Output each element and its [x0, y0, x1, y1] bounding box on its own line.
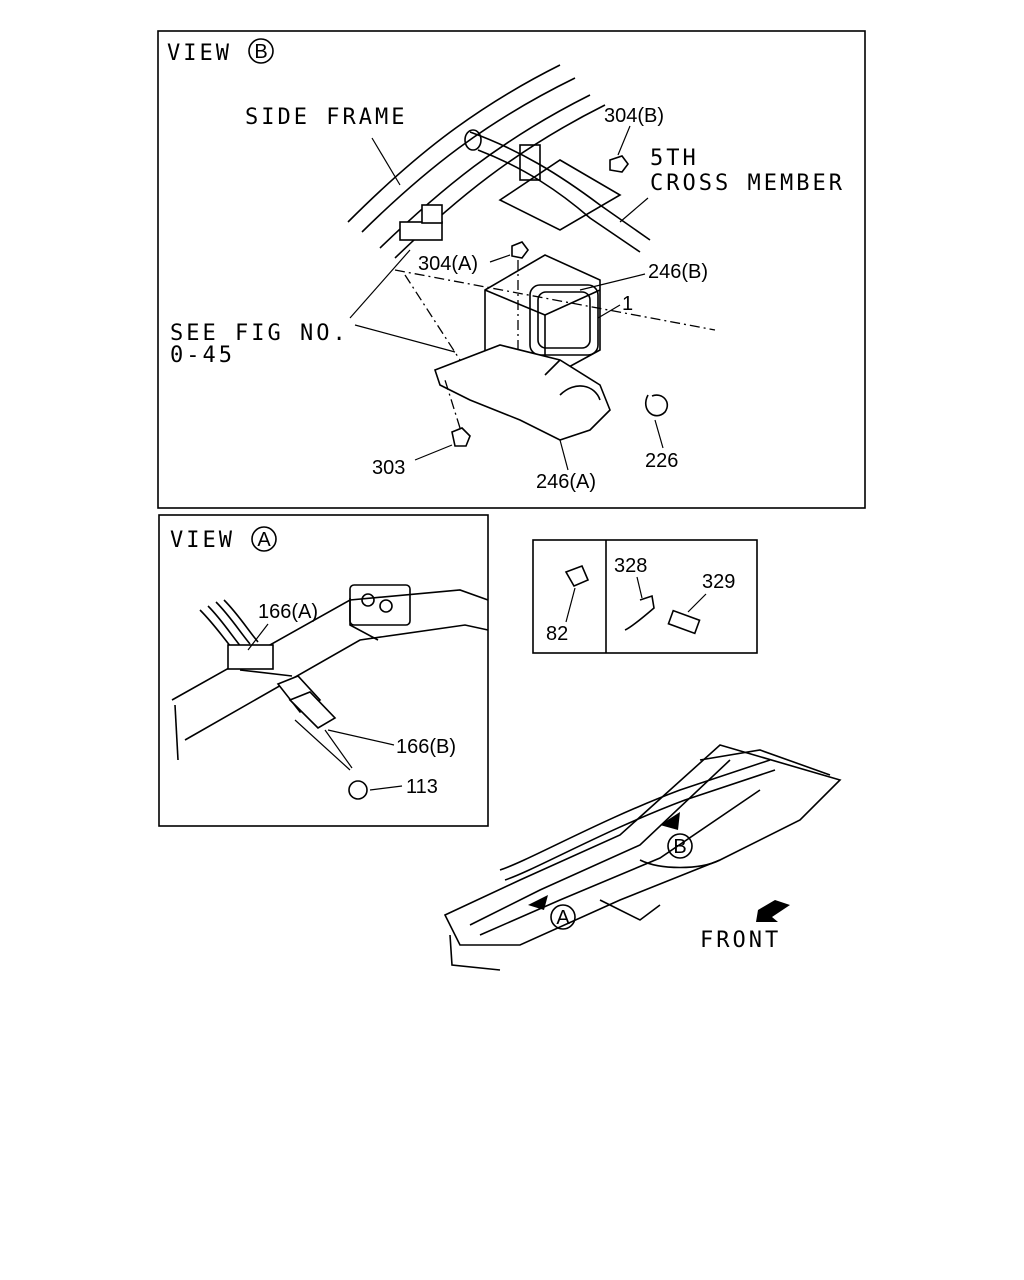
nut-icon — [609, 155, 629, 173]
cross-member-drawing — [464, 129, 651, 253]
chassis-marker-a-letter: A — [556, 907, 570, 929]
arrow-b-icon — [660, 812, 680, 830]
bracket-328-icon — [624, 594, 655, 631]
chassis-marker-b — [667, 833, 693, 859]
cross-member-label-1: 5TH — [650, 146, 699, 171]
part-label-166a: 166(A) — [258, 601, 318, 623]
arrow-a-icon — [528, 895, 548, 910]
bolt-icon — [451, 427, 471, 447]
part-label-304a: 304(A) — [418, 253, 478, 275]
clip-82-icon — [564, 564, 590, 588]
chassis-marker-b-letter: B — [673, 836, 686, 858]
view-a-letter: A — [257, 529, 271, 551]
view-b-title: VIEW — [167, 41, 232, 66]
front-label: FRONT — [700, 928, 781, 953]
part-label-1: 1 — [622, 293, 633, 315]
bolt-329-icon — [667, 609, 701, 635]
part-label-226: 226 — [645, 450, 678, 472]
cross-member-label-2: CROSS MEMBER — [650, 171, 845, 196]
part-label-246b: 246(B) — [648, 261, 708, 283]
view-b-border — [157, 30, 866, 509]
parts-box: 82 328 329 — [532, 539, 758, 654]
see-fig-label-2: 0-45 — [170, 343, 235, 368]
parts-box-border — [532, 539, 758, 654]
clip-icon — [348, 780, 368, 800]
view-b-circle — [248, 38, 274, 64]
view-b-panel: VIEW B SIDE FRAME 5TH CROSS MEMBER 304(B… — [157, 30, 866, 509]
clamp-icon — [645, 394, 669, 417]
bracket-drawing — [433, 344, 611, 441]
part-label-329: 329 — [702, 571, 735, 593]
view-a-border — [158, 514, 489, 827]
harness-drawing — [199, 599, 337, 730]
part-label-166b: 166(B) — [396, 736, 456, 758]
view-a-title: VIEW — [170, 528, 235, 553]
part-label-82: 82 — [546, 623, 568, 645]
part-label-303: 303 — [372, 457, 405, 479]
connector-drawing — [399, 204, 443, 241]
chassis-overview: A B FRONT — [443, 744, 842, 971]
part-label-304b: 304(B) — [604, 105, 664, 127]
frame-rail-drawing — [171, 584, 489, 761]
part-label-328: 328 — [614, 555, 647, 577]
view-a-panel: VIEW A 166(A) 166(B) — [158, 514, 489, 827]
part-label-246a: 246(A) — [536, 471, 596, 493]
front-arrow-icon — [756, 900, 790, 922]
view-b-letter: B — [254, 41, 267, 63]
nut-icon — [511, 241, 529, 259]
view-a-circle — [251, 526, 277, 552]
see-fig-label-1: SEE FIG NO. — [170, 321, 349, 346]
side-frame-label: SIDE FRAME — [245, 105, 407, 130]
chassis-marker-a — [550, 904, 576, 930]
part-label-113: 113 — [406, 776, 438, 798]
